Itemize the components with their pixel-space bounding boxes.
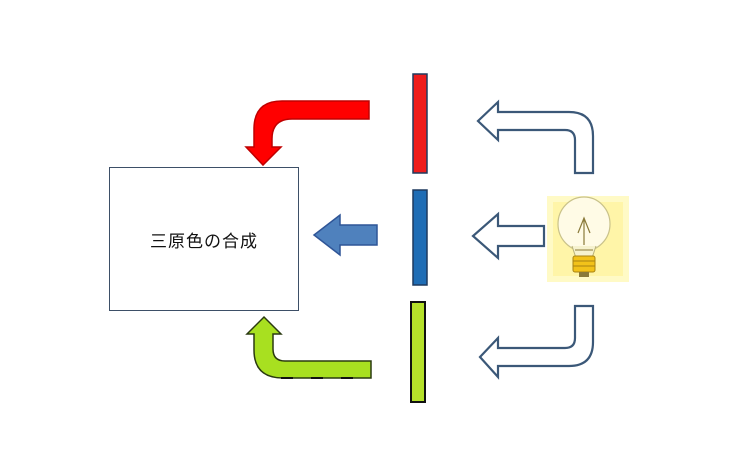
- green-filter: [410, 301, 426, 403]
- outline-arrow-bottom: [478, 304, 595, 380]
- blue-arrow: [312, 213, 378, 257]
- synthesis-box-label: 三原色の合成: [150, 231, 258, 252]
- outline-arrow-top: [476, 99, 595, 175]
- synthesis-box: 三原色の合成: [109, 167, 299, 311]
- green-arrow: [245, 315, 372, 379]
- outline-arrow-middle: [471, 211, 546, 261]
- light-bulb-icon: [547, 196, 629, 282]
- red-filter: [412, 73, 428, 174]
- blue-filter: [412, 189, 428, 286]
- red-arrow: [244, 100, 370, 167]
